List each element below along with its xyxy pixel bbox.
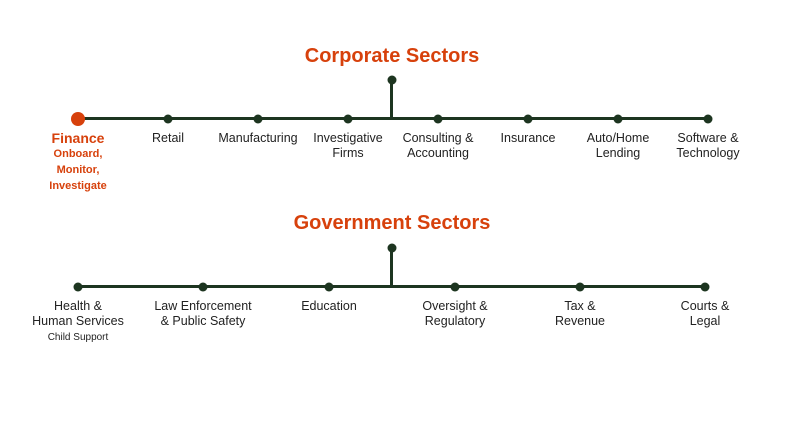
sector-name: Health & Human Services [32, 299, 124, 328]
corporate-sector-label: Auto/Home Lending [558, 131, 678, 161]
government-node-dot [73, 282, 83, 291]
sector-name: Education [301, 299, 357, 313]
corporate-sector-label: Manufacturing [198, 131, 318, 146]
sector-name: Auto/Home Lending [586, 131, 650, 160]
government-sector-label: Oversight & Regulatory [395, 299, 515, 329]
corporate-node-dot [163, 114, 173, 123]
corporate-sector-label: Consulting & Accounting [378, 131, 498, 161]
government-stem-dot [387, 243, 396, 253]
corporate-sectors-title: Corporate Sectors [304, 45, 480, 67]
sector-name: Tax & Revenue [554, 299, 606, 328]
government-sectors-title: Government Sectors [293, 212, 491, 234]
sector-name: Consulting & Accounting [402, 131, 474, 160]
government-sector-label: Tax & Revenue [520, 299, 640, 329]
sector-name: Insurance [500, 131, 556, 145]
corporate-node-dot [703, 114, 713, 123]
corporate-sector-label: Software & Technology [648, 131, 768, 161]
sector-name: Software & Technology [676, 131, 740, 160]
corporate-sector-label: Insurance [468, 131, 588, 146]
corporate-node-dot [523, 114, 533, 123]
sector-name: Manufacturing [218, 131, 298, 145]
sector-subtext: Child Support [47, 332, 109, 343]
sector-subtext: Onboard, Monitor, Investigate [49, 148, 107, 192]
government-timeline [78, 285, 705, 288]
corporate-stem [390, 80, 393, 118]
government-sector-label: Education [269, 299, 389, 314]
corporate-node-dot [433, 114, 443, 123]
corporate-sector-label: Investigative Firms [288, 131, 408, 161]
government-node-dot [198, 282, 208, 291]
government-sector-label: Courts & Legal [645, 299, 765, 329]
corporate-node-dot [613, 114, 623, 123]
sector-name: Finance [51, 130, 105, 146]
sector-name: Law Enforcement & Public Safety [154, 299, 252, 328]
government-stem [390, 248, 393, 286]
corporate-sector-label: Retail [108, 131, 228, 146]
corporate-node-dot [71, 111, 85, 126]
corporate-node-dot [253, 114, 263, 123]
government-node-dot [575, 282, 585, 291]
government-node-dot [324, 282, 334, 291]
sector-name: Oversight & Regulatory [422, 299, 488, 328]
sector-name: Courts & Legal [680, 299, 730, 328]
corporate-stem-dot [387, 75, 396, 85]
government-node-dot [450, 282, 460, 291]
government-node-dot [700, 282, 710, 291]
corporate-timeline [78, 117, 708, 120]
government-sector-label: Law Enforcement & Public Safety [143, 299, 263, 329]
corporate-node-dot [343, 114, 353, 123]
sector-name: Investigative Firms [313, 131, 383, 160]
sector-name: Retail [152, 131, 184, 145]
